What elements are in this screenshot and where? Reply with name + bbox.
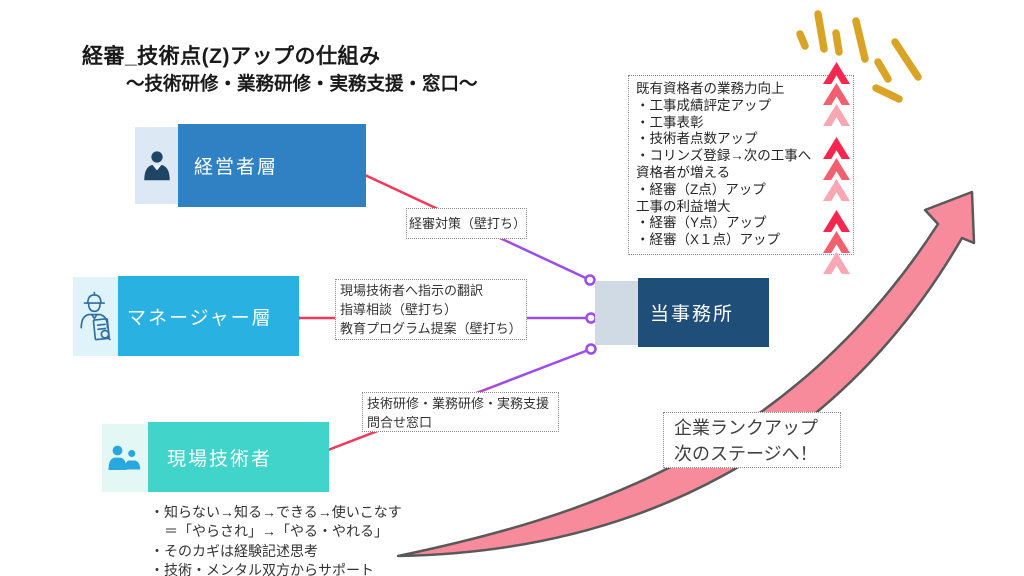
actor-label: マネージャー層 [127,307,273,329]
office-icon-area [595,281,638,345]
benefit-line: ・経審（X１点）アップ [636,232,781,248]
actor-label: 現場技術者 [167,448,273,470]
note-line: ・そのカギは経験記述思考 [150,542,318,559]
page-subtitle: ～技術研修・業務研修・実務支援・窓口～ [126,73,478,94]
label-line: 経審対策（壁打ち） [409,216,527,231]
executive-icon-area [135,127,178,204]
field-notes: ・知らない→知る→できる→使いこなす ＝「やらされ」→「やる・やれる」 ・そのカ… [150,503,402,576]
benefit-line: 既有資格者の業務力向上 [636,81,785,96]
benefit-line: 工事の利益増大 [636,198,731,214]
note-line: ＝「やらされ」→「やる・やれる」 [150,523,388,540]
actor-box-field-engineers: 現場技術者 [148,422,329,492]
label-line: 問合せ窓口 [367,415,433,430]
label-line: 技術研修・業務研修・実務支援 [367,396,550,411]
engineers-icon [108,445,142,471]
benefit-line: ・コリンズ登録→次の工事へ [636,148,812,164]
rankup-line: 次のステージへ！ [674,444,818,464]
connector-label-exec: 経審対策（壁打ち） [406,208,527,239]
actor-box-managers: マネージャー層 [118,276,299,356]
actor-label: 経営者層 [194,157,279,178]
field-icon-area [102,424,148,492]
rankup-box: 企業ランクアップ 次のステージへ！ [663,412,841,468]
label-line: 現場技術者へ指示の翻訳 [340,283,484,298]
connector-label-field: 技術研修・業務研修・実務支援 問合せ窓口 [362,392,559,432]
benefits-box: 既有資格者の業務力向上 ・工事成績評定アップ ・工事表彰 ・技術者点数アップ ・… [628,75,854,255]
note-line: ・技術・メンタル双方からサポート [150,561,374,576]
benefit-line: ・経審（Z点）アップ [636,181,766,197]
rankup-line: 企業ランクアップ [674,418,818,438]
benefit-line: ・技術者点数アップ [636,131,758,147]
site-manager-icon [79,291,111,340]
benefit-line: 資格者が増える [636,164,731,180]
office-box: 当事務所 [638,278,769,347]
actor-box-executives: 経営者層 [178,124,366,207]
page-title: 経審_技術点(Z)アップの仕組み [82,45,381,68]
label-line: 教育プログラム提案（壁打ち） [340,321,522,336]
note-line: ・知らない→知る→できる→使いこなす [150,504,402,520]
manager-icon-area [73,277,118,356]
businessman-icon [143,150,170,180]
benefit-line: ・工事成績評定アップ [636,97,771,113]
connector-label-manager: 現場技術者へ指示の翻訳 指導相談（壁打ち） 教育プログラム提案（壁打ち） [335,279,527,340]
office-label: 当事務所 [650,304,735,325]
benefit-line: ・工事表彰 [636,114,704,130]
benefit-line: ・経審（Y点）アップ [636,215,767,231]
label-line: 指導相談（壁打ち） [340,302,458,317]
